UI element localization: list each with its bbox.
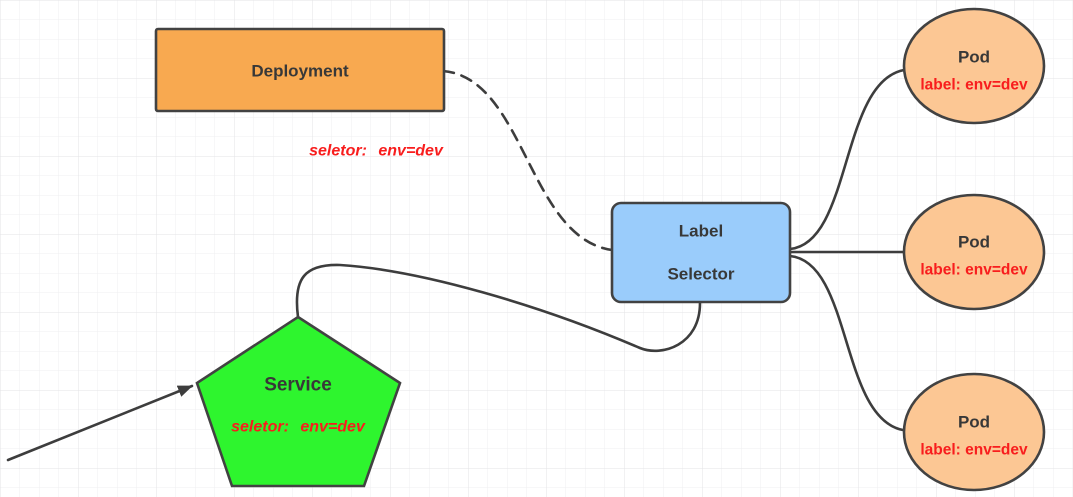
deployment-selector-note: seletor: env=dev: [309, 143, 444, 160]
label-selector-label-line1: Label: [679, 222, 723, 241]
pod-3-sublabel: label: env=dev: [920, 442, 1028, 459]
service-selector-note: seletor: env=dev: [231, 419, 366, 436]
pod-2-sublabel: label: env=dev: [920, 262, 1028, 279]
pod-1-label: Pod: [958, 48, 990, 67]
pod-1-sublabel: label: env=dev: [920, 77, 1028, 94]
pod-node-2[interactable]: [902, 193, 1046, 311]
pod-2-label: Pod: [958, 233, 990, 252]
deployment-label: Deployment: [251, 62, 349, 81]
edge-selector-to-pod-3[interactable]: [788, 254, 905, 432]
service-label: Service: [264, 375, 332, 396]
pod-node-3[interactable]: [902, 372, 1046, 492]
edge-selector-to-pod-1[interactable]: [788, 68, 906, 251]
label-selector-node[interactable]: [610, 201, 792, 304]
edge-service-to-selector[interactable]: [295, 263, 702, 353]
label-selector-label-line2: Selector: [667, 265, 734, 284]
pod-node-1[interactable]: [902, 7, 1046, 125]
edge-deployment-to-selector[interactable]: [441, 69, 614, 252]
service-node[interactable]: [195, 315, 402, 488]
pod-3-label: Pod: [958, 413, 990, 432]
nodes-layer: [154, 7, 1046, 492]
edges-layer: [6, 68, 906, 462]
labels-layer: Deployment seletor: env=dev Label Select…: [231, 48, 1028, 459]
deployment-node[interactable]: [154, 27, 446, 113]
inbound-arrow[interactable]: [6, 384, 194, 462]
